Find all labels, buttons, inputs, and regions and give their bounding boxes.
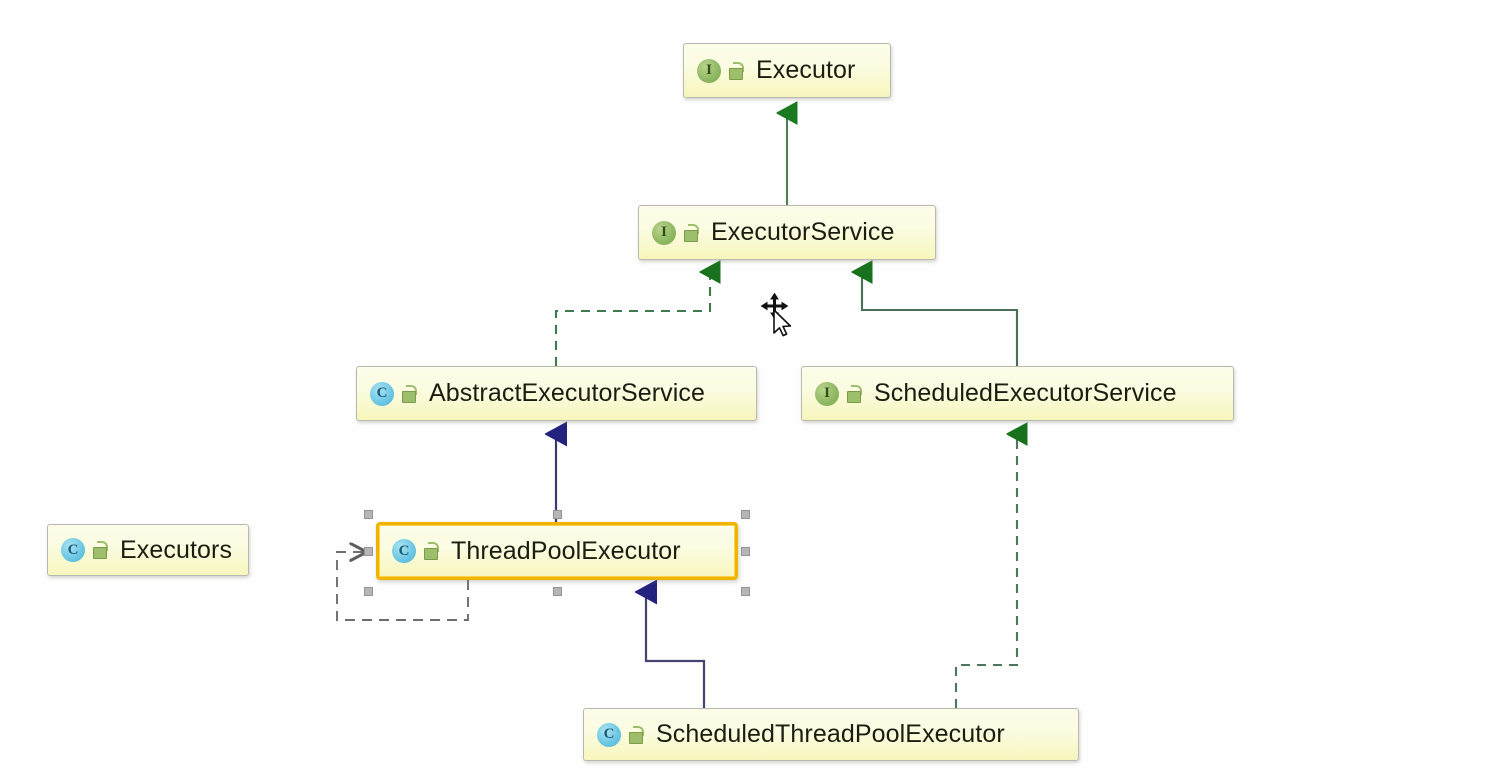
class-icon-glyph: C bbox=[603, 726, 615, 742]
unlocked-padlock-icon bbox=[682, 222, 700, 244]
uml-node-label: ScheduledThreadPoolExecutor bbox=[656, 720, 1005, 748]
uml-node-thread-pool-executor[interactable]: C ThreadPoolExecutor bbox=[376, 522, 738, 580]
class-icon-glyph: C bbox=[67, 541, 79, 558]
uml-node-executor[interactable]: I Executor bbox=[683, 43, 891, 98]
class-icon: C bbox=[60, 537, 86, 563]
class-icon: C bbox=[369, 381, 395, 407]
class-icon: C bbox=[391, 538, 417, 564]
selection-handle-top-center[interactable] bbox=[553, 510, 562, 519]
uml-node-label: Executor bbox=[756, 56, 856, 84]
selection-handle-top-right[interactable] bbox=[741, 510, 750, 519]
selection-handle-middle-left[interactable] bbox=[364, 547, 373, 556]
edge-scheduledthreadpoolexecutor-to-threadpoolexecutor bbox=[646, 592, 706, 708]
uml-node-executors[interactable]: C Executors bbox=[47, 524, 249, 576]
uml-node-label: AbstractExecutorService bbox=[429, 379, 706, 407]
uml-node-label: ScheduledExecutorService bbox=[874, 379, 1177, 407]
unlocked-padlock-icon bbox=[627, 724, 645, 746]
interface-icon-glyph: I bbox=[706, 62, 712, 78]
edge-scheduledexecutorservice-to-executorservice bbox=[862, 272, 1019, 366]
selection-handle-bottom-center[interactable] bbox=[553, 587, 562, 596]
unlocked-padlock-icon bbox=[727, 60, 745, 82]
move-pointer-cursor bbox=[760, 292, 792, 337]
uml-node-label: Executors bbox=[120, 535, 233, 564]
unlocked-padlock-icon bbox=[845, 383, 863, 405]
uml-node-label: ThreadPoolExecutor bbox=[451, 536, 681, 565]
unlocked-padlock-icon bbox=[422, 540, 440, 562]
uml-node-abstract-executor-service[interactable]: C AbstractExecutorService bbox=[356, 366, 757, 421]
interface-icon-glyph: I bbox=[824, 385, 830, 401]
interface-icon: I bbox=[651, 220, 677, 246]
class-icon-glyph: C bbox=[398, 542, 410, 559]
unlocked-padlock-icon bbox=[91, 539, 109, 561]
selection-handle-bottom-left[interactable] bbox=[364, 587, 373, 596]
edge-scheduledthreadpoolexecutor-to-scheduledexecutorservice bbox=[954, 434, 1017, 708]
uml-node-executor-service[interactable]: I ExecutorService bbox=[638, 205, 936, 260]
interface-icon-glyph: I bbox=[661, 224, 667, 240]
selection-handle-top-left[interactable] bbox=[364, 510, 373, 519]
uml-node-scheduled-thread-pool-executor[interactable]: C ScheduledThreadPoolExecutor bbox=[583, 708, 1079, 761]
selection-handle-middle-right[interactable] bbox=[741, 547, 750, 556]
class-icon: C bbox=[596, 722, 622, 748]
class-icon-glyph: C bbox=[376, 385, 388, 401]
interface-icon: I bbox=[814, 381, 840, 407]
selection-handle-bottom-right[interactable] bbox=[741, 587, 750, 596]
uml-node-scheduled-executor-service[interactable]: I ScheduledExecutorService bbox=[801, 366, 1234, 421]
interface-icon: I bbox=[696, 58, 722, 84]
unlocked-padlock-icon bbox=[400, 383, 418, 405]
edge-abstractexecutorservice-to-executorservice bbox=[554, 272, 710, 366]
uml-node-label: ExecutorService bbox=[711, 218, 895, 246]
